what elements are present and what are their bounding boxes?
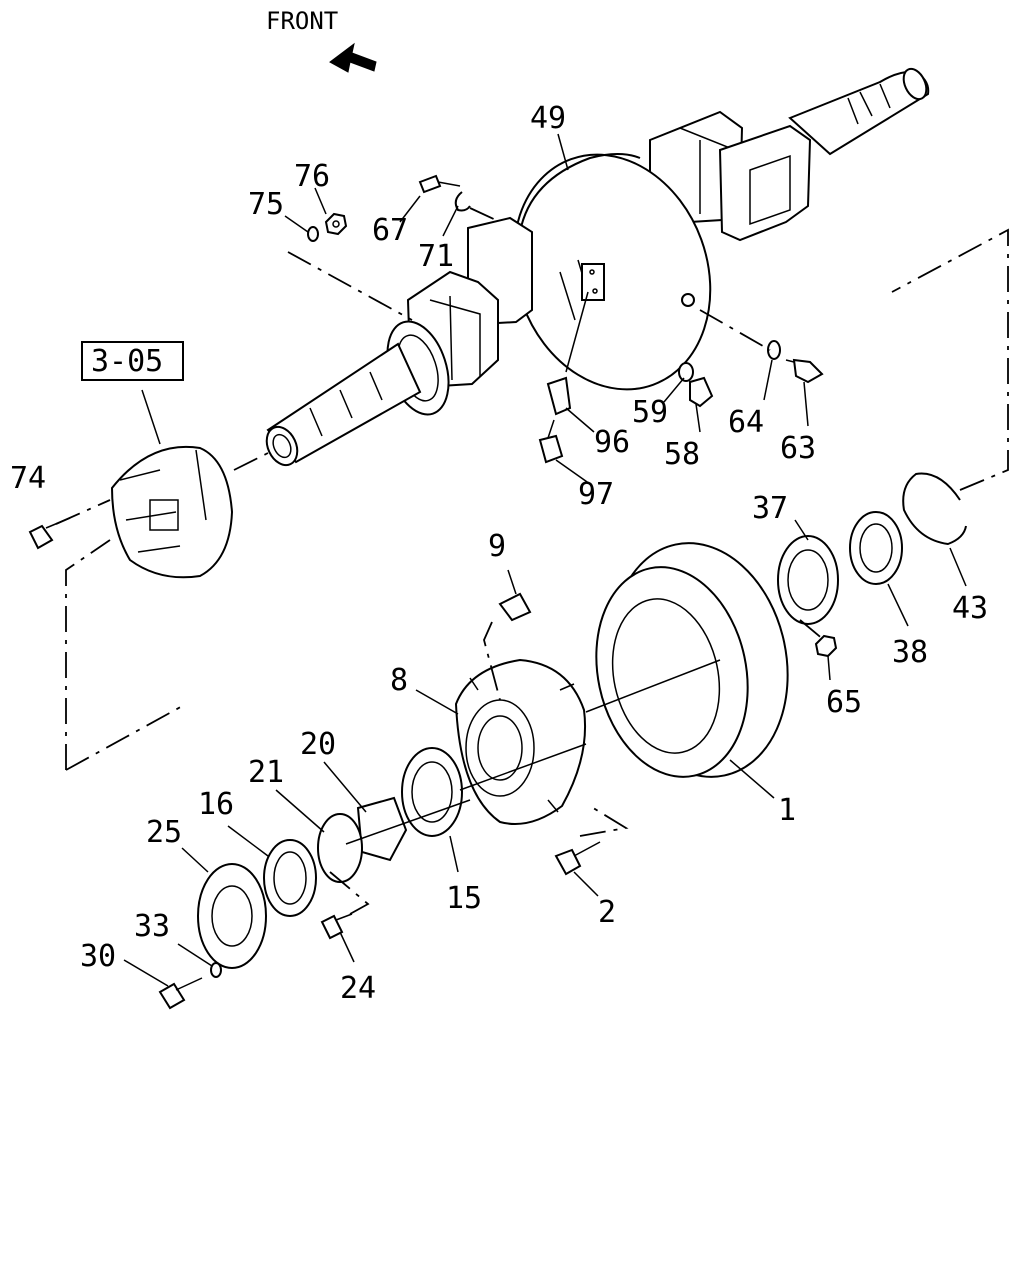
callout-43: 43 (952, 591, 988, 626)
callout-65: 65 (826, 685, 862, 720)
ref-box-label: 3-05 (91, 344, 163, 379)
callout-labels: 49 76 75 67 71 59 58 64 63 96 97 74 37 3… (10, 101, 988, 1006)
callout-20: 20 (300, 727, 336, 762)
callout-9: 9 (488, 529, 506, 564)
front-arrow-icon (329, 42, 377, 73)
hub-drum (158, 472, 967, 1010)
hardware-top (307, 174, 824, 464)
callout-71: 71 (418, 239, 454, 274)
callout-2: 2 (598, 895, 616, 930)
callout-1: 1 (778, 793, 796, 828)
front-indicator: FRONT (266, 7, 377, 73)
callout-67: 67 (372, 213, 408, 248)
callout-33: 33 (134, 909, 170, 944)
callout-96: 96 (594, 425, 630, 460)
callout-15: 15 (446, 881, 482, 916)
callout-25: 25 (146, 815, 182, 850)
callout-97: 97 (578, 477, 614, 512)
axle-housing (265, 67, 930, 467)
callout-38: 38 (892, 635, 928, 670)
leader-lines (123, 133, 967, 987)
callout-16: 16 (198, 787, 234, 822)
callout-64: 64 (728, 405, 764, 440)
ref-box-3-05: 3-05 (81, 341, 184, 381)
callout-63: 63 (780, 431, 816, 466)
callout-30: 30 (80, 939, 116, 974)
bolt-74 (28, 517, 71, 550)
callout-21: 21 (248, 755, 284, 790)
guide-lines (55, 207, 1009, 915)
callout-76: 76 (294, 159, 330, 194)
callout-58: 58 (664, 437, 700, 472)
callout-49: 49 (530, 101, 566, 136)
callout-8: 8 (390, 663, 408, 698)
front-label: FRONT (266, 7, 338, 35)
callout-75: 75 (248, 187, 284, 222)
brake-backing-plate (110, 445, 234, 579)
callout-37: 37 (752, 491, 788, 526)
callout-74: 74 (10, 461, 46, 496)
callout-24: 24 (340, 971, 376, 1006)
callout-59: 59 (632, 395, 668, 430)
